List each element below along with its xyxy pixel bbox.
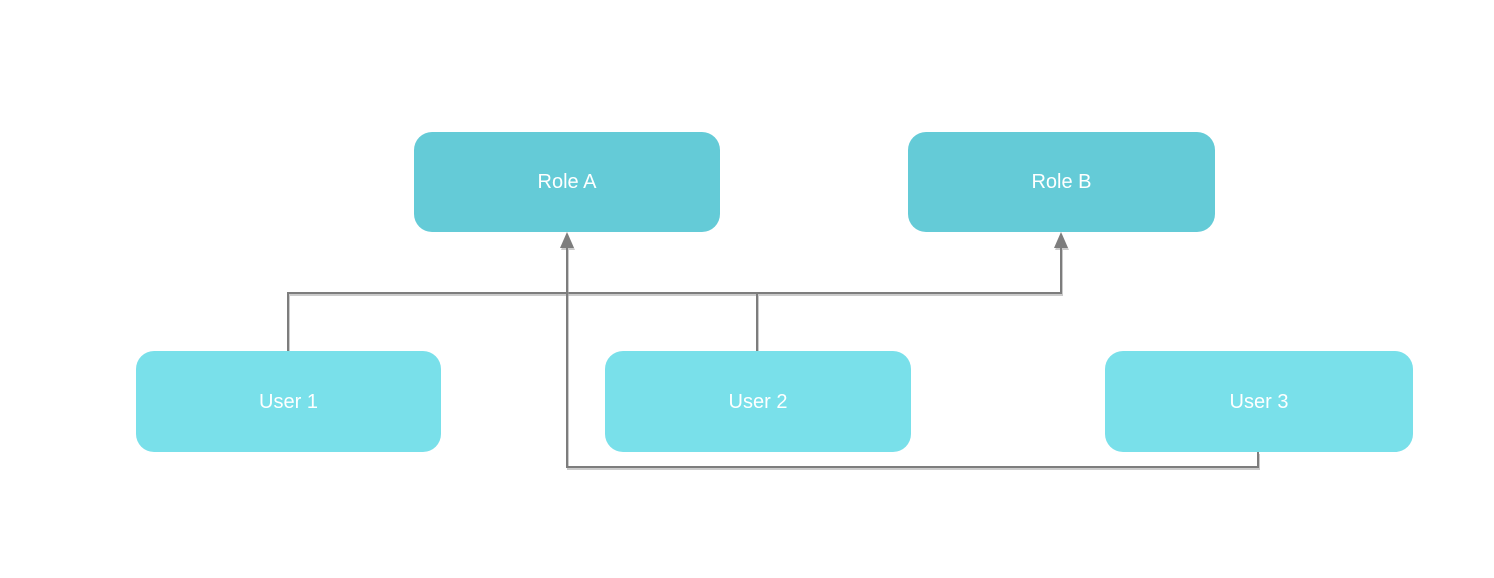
connector-user3-to-role-a[interactable] [560, 232, 1259, 468]
connector-users-to-role-b[interactable] [287, 232, 1068, 351]
arrowhead-into-role-a [560, 232, 574, 248]
node-role-a[interactable]: Role A [414, 132, 720, 232]
connector-user3-segment [566, 246, 1259, 468]
node-label: User 2 [728, 390, 788, 413]
node-label: Role B [1031, 171, 1092, 193]
connector-user1-segment [287, 246, 1062, 351]
node-user-1[interactable]: User 1 [136, 351, 441, 452]
node-user-2[interactable]: User 2 [605, 351, 911, 452]
node-label: Role A [537, 171, 597, 193]
node-role-b[interactable]: Role B [908, 132, 1215, 232]
node-user-3[interactable]: User 3 [1105, 351, 1413, 452]
node-label: User 1 [259, 390, 318, 413]
arrowhead-into-role-b [1054, 232, 1068, 248]
node-label: User 3 [1229, 390, 1289, 413]
